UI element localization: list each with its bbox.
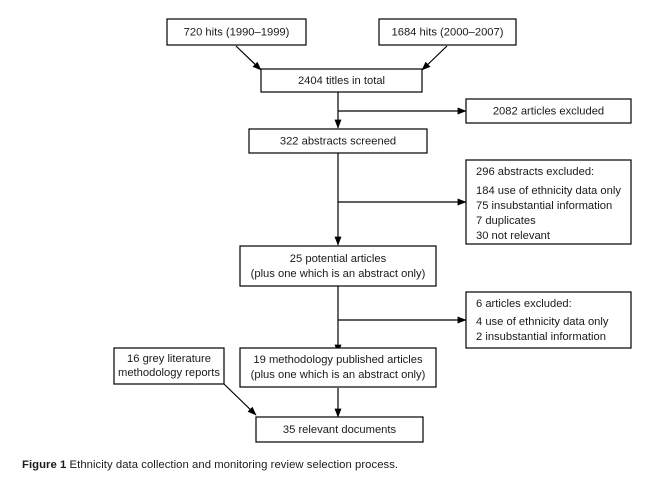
node-methodology-published-line-2: (plus one which is an abstract only) [251, 369, 426, 381]
node-excluded-296-line-3: 75 insubstantial information [476, 200, 612, 212]
node-excluded-6-line-1: 6 articles excluded: [476, 298, 572, 310]
node-excluded-296-line-1: 296 abstracts excluded: [476, 166, 594, 178]
node-hits-1990: 720 hits (1990–1999) [166, 18, 307, 46]
node-methodology-published-line-1: 19 methodology published articles [253, 354, 423, 366]
node-excluded-296-line-5: 30 not relevant [476, 230, 551, 242]
node-relevant-documents-line-1: 35 relevant documents [283, 424, 397, 436]
figure-caption-label: Figure 1 [22, 459, 67, 471]
flowchart-canvas: 720 hits (1990–1999) 1684 hits (2000–200… [113, 18, 632, 443]
figure-caption-text: Ethnicity data collection and monitoring… [69, 459, 399, 471]
node-excluded-6-line-2: 4 use of ethnicity data only [476, 316, 609, 328]
node-titles-total: 2404 titles in total [260, 68, 423, 93]
node-excluded-296-line-2: 184 use of ethnicity data only [476, 185, 621, 197]
node-potential-articles: 25 potential articles (plus one which is… [239, 245, 437, 287]
node-excluded-2082: 2082 articles excluded [465, 98, 632, 124]
node-titles-total-line-1: 2404 titles in total [298, 75, 385, 87]
node-methodology-published: 19 methodology published articles (plus … [239, 347, 437, 388]
node-grey-literature-line-1: 16 grey literature [127, 353, 211, 365]
figure-caption: Figure 1 Ethnicity data collection and m… [22, 459, 622, 471]
node-hits-1990-line-1: 720 hits (1990–1999) [184, 26, 290, 38]
node-excluded-6-line-3: 2 insubstantial information [476, 331, 606, 343]
node-abstracts-screened-line-1: 322 abstracts screened [280, 135, 396, 147]
node-excluded-296: 296 abstracts excluded: 184 use of ethni… [465, 159, 632, 245]
node-hits-2000-line-1: 1684 hits (2000–2007) [392, 26, 504, 38]
node-excluded-6: 6 articles excluded: 4 use of ethnicity … [465, 291, 632, 349]
node-potential-articles-line-2: (plus one which is an abstract only) [251, 268, 426, 280]
node-grey-literature-line-2: methodology reports [118, 367, 220, 379]
node-excluded-296-line-4: 7 duplicates [476, 215, 536, 227]
node-relevant-documents: 35 relevant documents [255, 416, 424, 443]
node-excluded-2082-line-1: 2082 articles excluded [493, 105, 604, 117]
edge-grey-to-relevant [223, 383, 257, 416]
node-hits-2000: 1684 hits (2000–2007) [378, 18, 517, 46]
node-grey-literature: 16 grey literature methodology reports [113, 347, 225, 385]
node-abstracts-screened: 322 abstracts screened [248, 128, 428, 154]
edge-hits2000-to-titles [421, 45, 448, 71]
connector-layer [223, 45, 467, 418]
node-potential-articles-line-1: 25 potential articles [290, 253, 387, 265]
edge-hits1990-to-titles [235, 45, 262, 71]
